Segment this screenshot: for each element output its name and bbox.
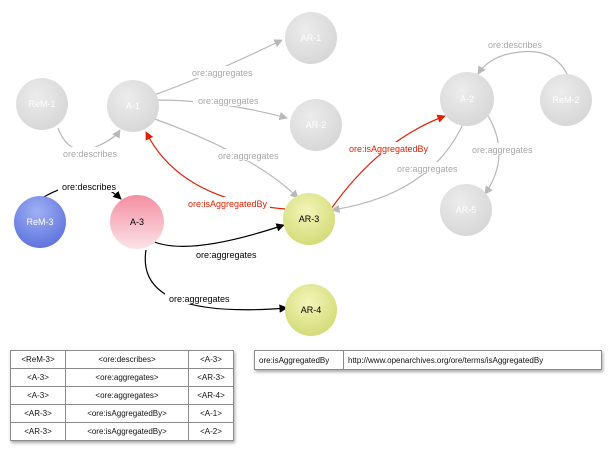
triple-object: <A-2> — [188, 422, 234, 441]
svg-text:A-2: A-2 — [460, 94, 474, 104]
triple-predicate: <ore:aggregates> — [65, 386, 189, 405]
node-a1: A-1 — [107, 80, 159, 132]
namespace-table: ore:isAggregatedBy http://www.openarchiv… — [254, 350, 602, 370]
edge-label-a2-ar3: ore:aggregates — [397, 164, 458, 174]
svg-text:AR-4: AR-4 — [301, 305, 322, 315]
svg-text:AR-3: AR-3 — [299, 214, 320, 224]
node-a2: A-2 — [440, 72, 494, 126]
triple-subject: <AR-3> — [10, 404, 66, 423]
edge-rem2-a2 — [477, 50, 569, 77]
edge-label-ar3-a2: ore:isAggregatedBy — [349, 144, 429, 154]
dark-edge-labels: ore:describes ore:aggregates ore:aggrega… — [58, 180, 260, 304]
namespace-term: ore:isAggregatedBy — [254, 350, 344, 370]
triple-object: <A-3> — [188, 350, 234, 369]
edge-label-a1-ar2: ore:aggregates — [198, 96, 259, 106]
triple-predicate: <ore:describes> — [65, 350, 189, 369]
edge-label-a2-ar5: ore:aggregates — [472, 145, 533, 155]
table-row: <AR-3> <ore:isAggregatedBy> <A-2> — [10, 422, 234, 441]
triple-predicate: <ore:isAggregatedBy> — [65, 422, 189, 441]
node-ar5: AR-5 — [440, 184, 492, 236]
svg-text:ReM-1: ReM-1 — [28, 99, 55, 109]
triple-subject: <A-3> — [10, 368, 66, 387]
table-row: <AR-3> <ore:isAggregatedBy> <A-1> — [10, 404, 234, 423]
edge-label-a1-ar3: ore:aggregates — [218, 151, 279, 161]
svg-text:AR-1: AR-1 — [301, 33, 322, 43]
nodes: AR-1 ReM-1 A-1 AR-2 A-2 ReM-2 AR-5 ReM- — [14, 12, 592, 336]
resource-map-graph: ore:aggregates ore:aggregates ore:descri… — [14, 12, 592, 336]
triple-subject: <A-3> — [10, 386, 66, 405]
triple-subject: <AR-3> — [10, 422, 66, 441]
triple-object: <AR-3> — [188, 368, 234, 387]
edge-label-rem1-a1: ore:describes — [63, 149, 118, 159]
node-rem3: ReM-3 — [14, 196, 66, 248]
edge-a3-ar3 — [149, 223, 285, 247]
edge-label-a3-ar4: ore:aggregates — [169, 294, 230, 304]
triple-subject: <ReM-3> — [10, 350, 66, 369]
edge-a2-ar3 — [331, 123, 464, 214]
edge-label-a1-ar1: ore:aggregates — [192, 68, 253, 78]
node-ar4: AR-4 — [285, 284, 337, 336]
svg-text:ReM-3: ReM-3 — [26, 217, 53, 227]
node-ar1: AR-1 — [285, 12, 337, 64]
edge-label-ar3-a1: ore:isAggregatedBy — [188, 199, 268, 209]
triple-predicate: <ore:aggregates> — [65, 368, 189, 387]
namespace-uri: http://www.openarchives.org/ore/terms/is… — [343, 350, 602, 370]
svg-text:ReM-2: ReM-2 — [552, 95, 579, 105]
svg-text:AR-5: AR-5 — [456, 205, 477, 215]
svg-text:A-3: A-3 — [130, 217, 144, 227]
svg-text:A-1: A-1 — [126, 101, 140, 111]
table-row: <ReM-3> <ore:describes> <A-3> — [10, 350, 234, 369]
table-row: <A-3> <ore:aggregates> <AR-4> — [10, 386, 234, 405]
svg-text:AR-2: AR-2 — [306, 120, 327, 130]
edge-label-rem2-a2: ore:describes — [488, 40, 543, 50]
triple-object: <AR-4> — [188, 386, 234, 405]
edge-label-a3-ar3: ore:aggregates — [196, 250, 257, 260]
triple-object: <A-1> — [188, 404, 234, 423]
triple-predicate: <ore:isAggregatedBy> — [65, 404, 189, 423]
red-edge-labels: ore:isAggregatedBy ore:isAggregatedBy — [184, 142, 431, 209]
node-rem1: ReM-1 — [16, 78, 68, 130]
node-rem2: ReM-2 — [540, 74, 592, 126]
table-row: <A-3> <ore:aggregates> <AR-3> — [10, 368, 234, 387]
edge-rem1-a1 — [57, 127, 121, 151]
node-a3: A-3 — [110, 195, 164, 249]
edge-label-rem3-a3: ore:describes — [62, 182, 117, 192]
node-ar2: AR-2 — [290, 99, 342, 151]
table-row: ore:isAggregatedBy http://www.openarchiv… — [254, 350, 602, 370]
faded-edge-labels: ore:aggregates ore:aggregates ore:descri… — [59, 38, 549, 174]
triples-table: <ReM-3> <ore:describes> <A-3> <A-3> <ore… — [10, 350, 234, 441]
node-ar3: AR-3 — [283, 193, 335, 245]
